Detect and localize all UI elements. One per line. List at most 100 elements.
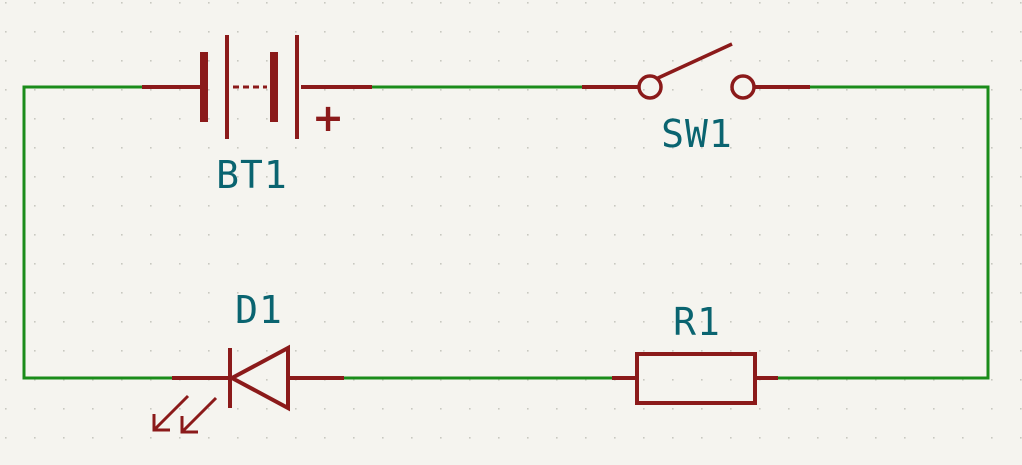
grid-dot: [585, 205, 587, 207]
grid-dot: [411, 176, 413, 178]
grid-dot: [63, 31, 65, 33]
grid-dot: [382, 321, 384, 323]
grid-dot: [846, 350, 848, 352]
battery-plus-mark: +: [312, 96, 344, 140]
grid-dot: [701, 234, 703, 236]
grid-dot: [991, 176, 993, 178]
grid-dot: [150, 321, 152, 323]
grid-dot: [614, 89, 616, 91]
grid-dot: [382, 89, 384, 91]
grid-dot: [498, 205, 500, 207]
grid-dot: [382, 350, 384, 352]
grid-dot: [556, 147, 558, 149]
grid-dot: [150, 60, 152, 62]
grid-dot: [643, 2, 645, 4]
grid-dot: [5, 437, 7, 439]
grid-dot: [875, 147, 877, 149]
grid-dot: [643, 176, 645, 178]
grid-dot: [933, 292, 935, 294]
resistor-r1[interactable]: [612, 352, 778, 405]
grid-dot: [5, 292, 7, 294]
grid-dot: [34, 379, 36, 381]
grid-dot: [933, 2, 935, 4]
grid-dot: [34, 60, 36, 62]
grid-dot: [556, 205, 558, 207]
grid-dot: [701, 379, 703, 381]
grid-dot: [962, 31, 964, 33]
grid-dot: [672, 118, 674, 120]
grid-dot: [556, 321, 558, 323]
grid-dot: [440, 234, 442, 236]
grid-dot: [904, 2, 906, 4]
grid-dot: [237, 118, 239, 120]
grid-dot: [904, 176, 906, 178]
switch-sw1[interactable]: [582, 42, 810, 100]
grid-dot: [556, 292, 558, 294]
grid-dot: [701, 147, 703, 149]
led-d1[interactable]: [152, 344, 344, 434]
grid-dot: [411, 60, 413, 62]
grid-dot: [527, 234, 529, 236]
grid-dot: [324, 408, 326, 410]
grid-dot: [324, 118, 326, 120]
grid-dot: [1020, 60, 1022, 62]
grid-dot: [411, 408, 413, 410]
grid-dot: [962, 89, 964, 91]
grid-dot: [150, 89, 152, 91]
grid-dot: [991, 31, 993, 33]
grid-dot: [759, 205, 761, 207]
grid-dot: [353, 234, 355, 236]
grid-dot: [150, 205, 152, 207]
grid-dot: [440, 379, 442, 381]
grid-dot: [991, 292, 993, 294]
grid-dot: [63, 234, 65, 236]
grid-dot: [382, 408, 384, 410]
grid-dot: [759, 263, 761, 265]
grid-dot: [34, 147, 36, 149]
grid-dot: [875, 379, 877, 381]
grid-dot: [179, 205, 181, 207]
grid-dot: [730, 350, 732, 352]
grid-dot: [875, 321, 877, 323]
battery-bt1[interactable]: +: [142, 35, 372, 140]
grid-dot: [34, 350, 36, 352]
grid-dot: [34, 176, 36, 178]
grid-dot: [875, 263, 877, 265]
grid-dot: [1020, 176, 1022, 178]
grid-dot: [469, 263, 471, 265]
grid-dot: [701, 176, 703, 178]
grid-dot: [991, 321, 993, 323]
led-anode-triangle: [227, 344, 290, 412]
grid-dot: [5, 205, 7, 207]
grid-dot: [962, 118, 964, 120]
grid-dot: [962, 263, 964, 265]
grid-dot: [614, 408, 616, 410]
grid-dot: [498, 118, 500, 120]
grid-dot: [585, 2, 587, 4]
wire-left-top: [22, 85, 172, 380]
grid-dot: [179, 147, 181, 149]
grid-dot: [585, 147, 587, 149]
switch-contact-right: [730, 74, 756, 100]
grid-dot: [150, 350, 152, 352]
grid-dot: [440, 89, 442, 91]
grid-dot: [904, 408, 906, 410]
grid-dot: [701, 89, 703, 91]
grid-dot: [469, 2, 471, 4]
grid-dot: [817, 118, 819, 120]
grid-dot: [411, 2, 413, 4]
grid-dot: [353, 379, 355, 381]
grid-dot: [933, 321, 935, 323]
grid-dot: [498, 234, 500, 236]
grid-dot: [527, 379, 529, 381]
grid-dot: [237, 60, 239, 62]
grid-dot: [411, 263, 413, 265]
grid-dot: [991, 118, 993, 120]
wires: [22, 85, 990, 380]
grid-dot: [701, 205, 703, 207]
grid-dot: [92, 292, 94, 294]
grid-dot: [759, 408, 761, 410]
grid-dot: [266, 89, 268, 91]
grid-dot: [150, 234, 152, 236]
grid-dot: [759, 147, 761, 149]
